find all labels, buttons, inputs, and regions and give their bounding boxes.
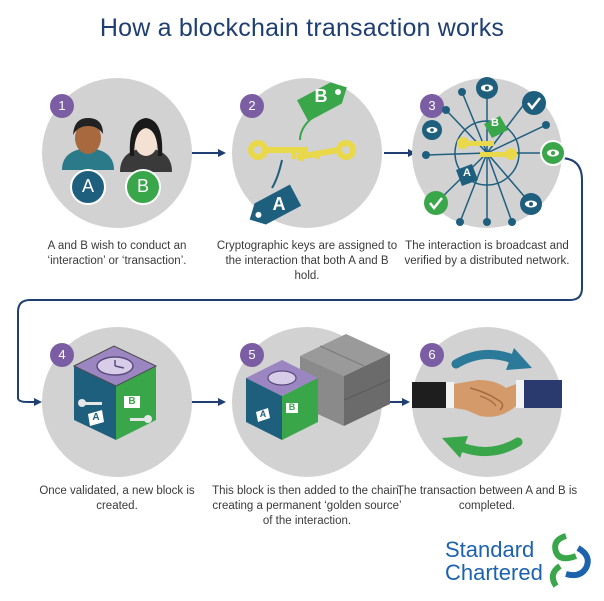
brand-name: Standard Chartered <box>445 538 543 584</box>
brand-line-2: Chartered <box>445 560 543 585</box>
step-4-caption: Once validated, a new block is created. <box>39 485 195 512</box>
step-6-caption: The transaction between A and B is compl… <box>396 485 578 512</box>
step-2-badge: 2 <box>240 94 264 118</box>
step-5-badge: 5 <box>240 343 264 367</box>
tag-b-label: B <box>314 86 328 106</box>
label-a: A <box>81 176 94 196</box>
block-label-a: A <box>92 412 100 423</box>
block-label-b: B <box>128 396 136 407</box>
step-6-badge: 6 <box>420 343 444 367</box>
tag-a-label: A <box>272 194 286 214</box>
page-title: How a blockchain transaction works <box>99 14 505 42</box>
label-b: B <box>136 176 149 196</box>
brand-line-1: Standard <box>445 537 535 562</box>
network-tag-a: A <box>463 167 471 179</box>
chain-label-a: A <box>259 409 267 419</box>
step-5-caption: This block is then added to the chain, c… <box>212 485 402 527</box>
step-4-badge: 4 <box>50 343 74 367</box>
step-1-badge: 1 <box>50 94 74 118</box>
chain-label-b: B <box>288 402 296 412</box>
step-3-caption: The interaction is broadcast and verifie… <box>404 240 570 267</box>
step-2-caption: Cryptographic keys are assigned to the i… <box>216 240 398 282</box>
step-3-badge: 3 <box>420 94 444 118</box>
step-1-caption: A and B wish to conduct an ‘interaction’… <box>47 240 187 267</box>
network-tag-b: B <box>491 117 499 129</box>
